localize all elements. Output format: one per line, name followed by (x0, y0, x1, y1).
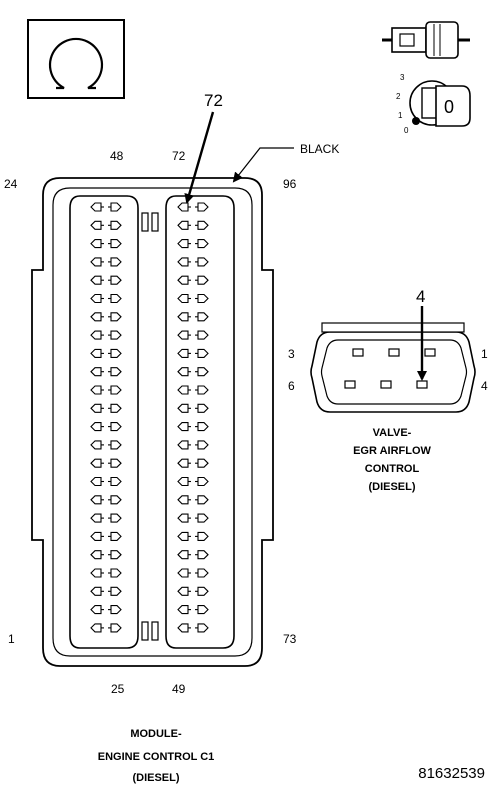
egr-pin-label-4: 4 (481, 379, 488, 393)
ecm-pin-label-48: 48 (110, 149, 124, 163)
ecm-pin-label-1: 1 (8, 632, 15, 646)
ignition-position-2: 2 (396, 92, 401, 101)
ecm-pin-label-73: 73 (283, 632, 297, 646)
ohm-symbol-icon (27, 19, 125, 99)
egr-highlight-pin-label: 4 (416, 287, 425, 306)
ecm-title-line-2: ENGINE CONTROL C1 (98, 751, 215, 763)
ignition-position-3: 3 (400, 73, 405, 82)
ecm-pin-label-72: 72 (172, 149, 186, 163)
ignition-key-label: 0 (444, 97, 454, 117)
ecm-pin-grid (90, 202, 209, 633)
ecm-highlight-arrow (184, 111, 215, 204)
ignition-position-1: 1 (398, 111, 403, 120)
ecm-pin-label-96: 96 (283, 177, 297, 191)
ignition-position-0: 0 (404, 126, 409, 135)
ecm-pin-label-24: 24 (4, 177, 18, 191)
ecm-connector-body (31, 177, 274, 667)
egr-title-line-4: (DIESEL) (368, 481, 415, 493)
ecm-color-label: BLACK (300, 142, 339, 156)
egr-title-line-2: EGR AIRFLOW (353, 445, 431, 457)
egr-connector-body (310, 322, 476, 413)
egr-title-line-3: CONTROL (365, 463, 420, 475)
ecm-highlight-pin-label: 72 (204, 91, 223, 110)
ecm-title-line-1: MODULE- (130, 728, 182, 740)
connector-plug-icon (382, 21, 470, 59)
document-number: 81632539 (418, 765, 485, 782)
egr-pin-label-3: 3 (288, 347, 295, 361)
egr-pin-label-1: 1 (481, 347, 488, 361)
egr-pin-label-6: 6 (288, 379, 295, 393)
ignition-key-icon: 3 2 1 0 0 (396, 73, 471, 135)
ecm-title-line-3: (DIESEL) (132, 772, 179, 784)
ecm-pin-label-49: 49 (172, 682, 186, 696)
egr-title-line-1: VALVE- (373, 427, 412, 439)
ecm-pin-label-25: 25 (111, 682, 125, 696)
ecm-color-leader (232, 147, 294, 183)
